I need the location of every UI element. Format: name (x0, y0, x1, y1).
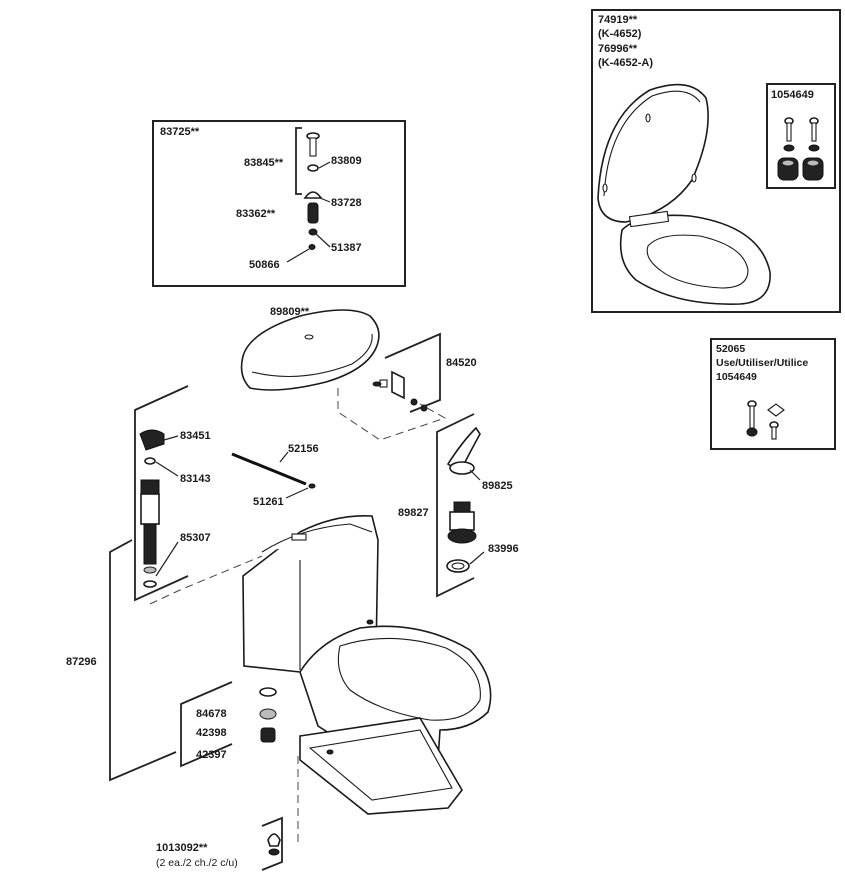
hardware-kit-number: 1054649 (716, 371, 757, 383)
bracket-bolts (180, 681, 233, 768)
seat-number-1: 74919** (598, 14, 638, 26)
label-87296: 87296 (66, 656, 97, 668)
label-42397: 42397 (196, 749, 227, 761)
part-83728: 83728 (331, 197, 362, 209)
label-floor-bolts: 1013092** (156, 842, 208, 854)
bracket-floor-bolts (261, 816, 283, 871)
toilet-seat-icon (597, 83, 771, 305)
hardware-number: 52065 (716, 343, 745, 355)
label-tank-cover: 89809** (270, 306, 310, 318)
toilet-tank-icon (242, 515, 379, 673)
flush-valve-kit-panel: 83725** 83845** 83809 83362** 83728 5138… (152, 120, 406, 287)
valve-stem-icon (303, 132, 323, 250)
part-83809: 83809 (331, 155, 362, 167)
seat-frame (591, 9, 841, 313)
bracket-87296 (109, 539, 177, 782)
floor-bolt-icon (267, 833, 281, 856)
bracket-83845 (295, 127, 302, 195)
label-chain-clip: 51261 (253, 496, 284, 508)
part-50866: 50866 (249, 259, 280, 271)
flush-valve-kit-number: 83725** (160, 126, 200, 138)
label-flapper-bracket: 89827 (398, 507, 429, 519)
bolt-icon (259, 687, 277, 743)
hardware-frame (710, 338, 836, 450)
part-83362: 83362** (236, 208, 276, 220)
flapper-icon (446, 426, 481, 573)
lift-chain-icon (231, 452, 316, 489)
toilet-bowl-icon (299, 619, 492, 815)
label-flapper: 89825 (482, 480, 513, 492)
fill-valve-icon (139, 429, 165, 588)
label-lift-chain: 52156 (288, 443, 319, 455)
label-83451: 83451 (180, 430, 211, 442)
bolt-icon (746, 400, 785, 440)
seat-model-2: (K-4652-A) (598, 57, 653, 69)
floor-bolts-note: (2 ea./2 ch./2 c/u) (156, 857, 238, 869)
label-85307: 85307 (180, 532, 211, 544)
seat-model-1: (K-4652) (598, 28, 642, 40)
label-trip-lever: 84520 (446, 357, 477, 369)
hardware-panel: 52065 Use/Utiliser/Utilice 1054649 (710, 338, 836, 450)
part-51387: 51387 (331, 242, 362, 254)
hinge-kit-frame (766, 83, 836, 189)
label-42398: 42398 (196, 727, 227, 739)
bracket-flapper (436, 413, 475, 598)
label-gasket: 83996 (488, 543, 519, 555)
trip-lever-icon (372, 370, 428, 412)
bracket-fill-valve (134, 385, 189, 602)
part-83845: 83845** (244, 157, 284, 169)
hinge-kit-number: 1054649 (771, 89, 814, 101)
label-83143: 83143 (180, 473, 211, 485)
hinge-bolt-icon (777, 117, 824, 181)
tank-cover-icon (240, 309, 380, 391)
flush-valve-kit-frame (152, 120, 406, 287)
hardware-use-label: Use/Utiliser/Utilice (716, 357, 808, 369)
label-84678: 84678 (196, 708, 227, 720)
seat-number-2: 76996** (598, 43, 638, 55)
seat-panel: 74919** (K-4652) 76996** (K-4652-A) 1054… (591, 9, 841, 313)
bracket-84520 (384, 332, 441, 413)
